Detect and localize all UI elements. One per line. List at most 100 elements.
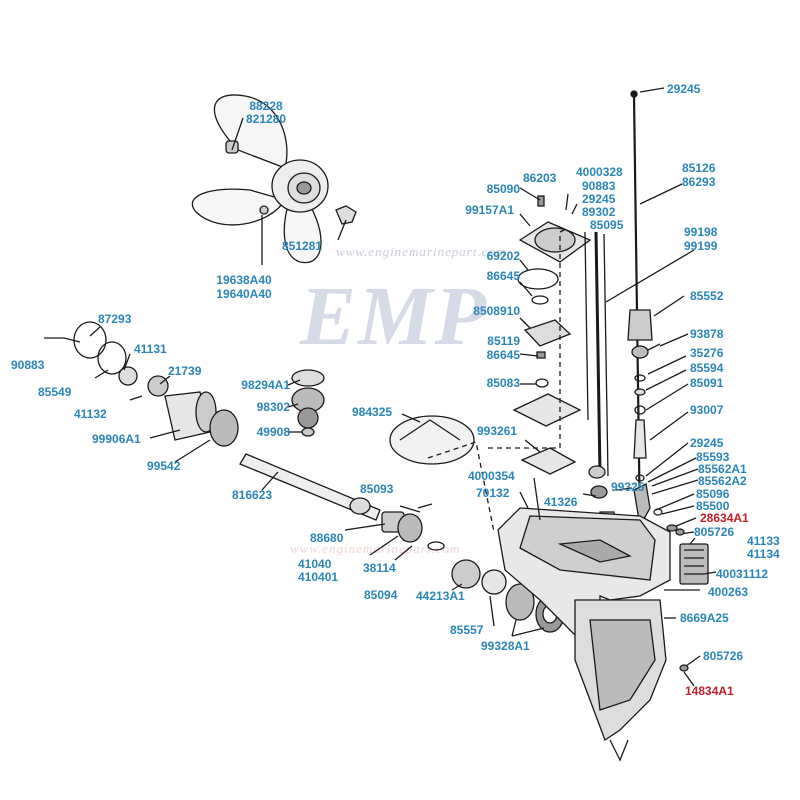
part-label-85096: 85096	[696, 487, 730, 501]
leader-85096	[655, 493, 695, 511]
part-label-99328A1: 99328A1	[481, 639, 530, 653]
leader-85093	[399, 505, 421, 513]
part-label-86293: 86293	[682, 175, 716, 189]
leader-85090	[519, 187, 541, 201]
leader-44213A1	[451, 583, 463, 591]
forward-gear-group	[451, 559, 565, 633]
part-label-41133: 41133	[747, 534, 780, 548]
part-label-85083: 85083	[486, 376, 520, 390]
watermark-url-2: www.enginemarinepart.com	[290, 541, 461, 556]
part-label-41326: 41326	[544, 495, 578, 509]
part-label-86645-a: 86645	[486, 269, 520, 283]
leader-99328A1-a	[511, 619, 517, 637]
part-label-805726-b: 805726	[703, 649, 744, 663]
leader-41132	[129, 395, 143, 401]
leader-99542	[174, 439, 211, 463]
leader-88228	[231, 117, 244, 151]
part-label-21739: 21739	[168, 364, 202, 378]
part-label-85091: 85091	[690, 376, 724, 390]
leader-816623	[261, 471, 279, 491]
leader-85126	[639, 183, 683, 205]
part-label-85090: 85090	[486, 182, 520, 196]
leader-93007	[649, 411, 689, 441]
leader-85500	[661, 505, 695, 515]
part-label-85549: 85549	[38, 385, 72, 399]
part-label-85126: 85126	[682, 161, 716, 175]
part-label-99325: 99325	[611, 480, 645, 494]
part-label-85593: 85593	[696, 450, 730, 464]
part-label-993261: 993261	[477, 424, 518, 438]
leader-93878	[659, 333, 689, 347]
part-label-85562A1: 85562A1	[698, 462, 747, 476]
part-label-805726-a: 805726	[694, 525, 735, 539]
leader-99157A1	[519, 213, 531, 227]
leader-85549	[94, 369, 109, 379]
leader-69202	[519, 259, 529, 271]
part-label-69202: 69202	[486, 249, 520, 263]
leader-85552	[653, 295, 685, 317]
leader-85594	[645, 369, 687, 391]
part-label-400263: 400263	[708, 585, 749, 599]
leader-29245-mid	[571, 203, 578, 215]
leader-88680	[344, 523, 386, 531]
part-label-85094: 85094	[364, 588, 398, 602]
part-label-99198: 99198	[684, 225, 718, 239]
part-label-49908: 49908	[256, 425, 290, 439]
part-label-821280: 821280	[245, 112, 287, 126]
leader-99325	[615, 487, 633, 491]
part-label-410401: 410401	[298, 570, 339, 584]
part-label-99906A1: 99906A1	[92, 432, 141, 446]
part-label-98302: 98302	[256, 400, 290, 414]
part-label-4000354: 4000354	[468, 469, 515, 483]
part-label-29245-top: 29245	[667, 82, 701, 96]
part-label-38114: 38114	[363, 561, 396, 575]
leader-805726-b	[685, 655, 701, 667]
part-label-90883-top: 90883	[582, 179, 616, 193]
leader-8508910	[519, 317, 531, 329]
impeller-plate-984325	[389, 415, 475, 465]
part-label-41134: 41134	[747, 547, 780, 561]
leader-87293	[89, 326, 101, 337]
leader-4000354	[533, 477, 541, 521]
leader-41133	[689, 537, 696, 545]
part-label-41131: 41131	[134, 342, 167, 356]
part-label-93007: 93007	[690, 403, 724, 417]
part-label-19638A40: 19638A40	[216, 273, 272, 287]
leader-99328A1-b	[511, 627, 545, 637]
part-label-99157A1: 99157A1	[465, 203, 514, 217]
leader-86645-b	[519, 353, 539, 357]
part-label-8508910: 8508910	[473, 304, 520, 318]
part-label-85594: 85594	[690, 361, 724, 375]
leader-21739	[159, 375, 171, 385]
part-label-4000328: 4000328	[576, 165, 623, 179]
part-label-85093: 85093	[360, 482, 394, 496]
leader-40031112	[703, 571, 717, 575]
leader-4000328	[565, 193, 569, 211]
leader-14834A1	[683, 671, 695, 687]
leader-29245-low	[645, 442, 689, 477]
drive-shaft	[594, 231, 602, 475]
part-label-816623: 816623	[232, 488, 273, 502]
leader-851281	[337, 219, 347, 241]
part-label-87293: 87293	[98, 312, 132, 326]
part-label-86203: 86203	[523, 171, 557, 185]
part-label-99542: 99542	[147, 459, 181, 473]
part-label-19640A40: 19640A40	[216, 287, 272, 301]
part-label-29245-mid: 29245	[582, 192, 616, 206]
dash-984325	[427, 441, 495, 533]
leader-38114	[394, 545, 413, 561]
part-label-99199: 99199	[684, 239, 718, 253]
leader-984325	[401, 413, 421, 423]
part-label-85562A2: 85562A2	[698, 474, 747, 488]
leader-85593	[647, 457, 697, 483]
part-label-98294A1: 98294A1	[241, 378, 290, 392]
leader-993261	[524, 439, 541, 453]
part-label-85500: 85500	[696, 499, 730, 513]
gear-stack	[291, 369, 325, 437]
part-label-41132: 41132	[74, 407, 107, 421]
leader-99198	[605, 249, 695, 303]
part-label-90883-left: 90883	[11, 358, 45, 372]
part-label-70132: 70132	[476, 486, 510, 500]
part-label-40031112: 40031112	[716, 567, 769, 581]
